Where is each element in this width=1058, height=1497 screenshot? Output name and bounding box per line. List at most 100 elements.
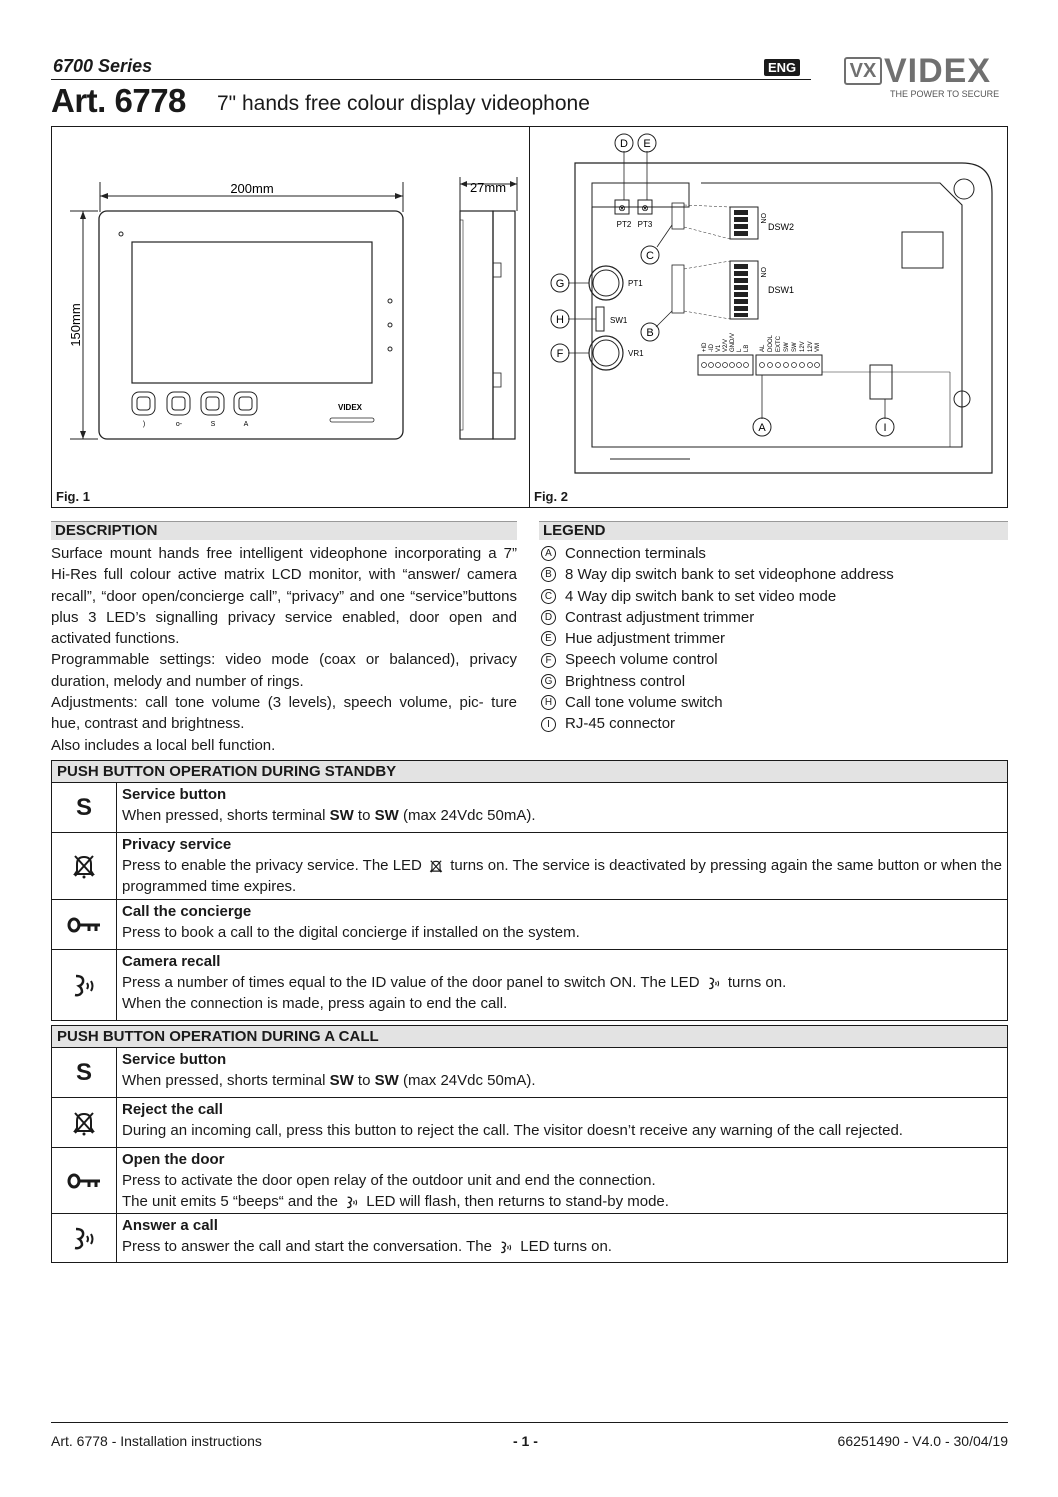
terminal-label-l4: GND/V xyxy=(730,333,736,352)
row-description: Press to book a call to the digital conc… xyxy=(122,924,580,941)
privacy-bell-icon xyxy=(52,833,117,899)
call-table-heading: PUSH BUTTON OPERATION DURING A CALL xyxy=(52,1026,1007,1048)
text-run: When pressed, shorts terminal xyxy=(122,807,330,824)
footer-doc-code: 66251490 - V4.0 - 30/04/19 xyxy=(837,1433,1008,1449)
row-description: Press a number of times equal to the ID … xyxy=(122,972,1002,993)
legend-key-e: E xyxy=(541,631,556,647)
table-row: S Service button When pressed, shorts te… xyxy=(52,1048,1007,1098)
handset-speech-icon xyxy=(708,977,719,990)
callout-f-label: F xyxy=(557,348,564,360)
videx-logo: VX VIDEX THE POWER TO SECURE xyxy=(844,52,1008,102)
row-description: When pressed, shorts terminal SW to SW (… xyxy=(122,805,1002,826)
description-text: Surface mount hands free intelligent vid… xyxy=(51,543,517,756)
pt3-label: PT3 xyxy=(638,220,653,229)
svg-text:): ) xyxy=(143,421,145,428)
row-description: When pressed, shorts terminal SW to SW (… xyxy=(122,1070,1002,1091)
callout-g-label: G xyxy=(556,278,565,290)
handset-speech-icon xyxy=(501,1241,512,1254)
row-title: Service button xyxy=(122,786,227,803)
legend-key-b: B xyxy=(541,567,556,583)
legend-text: RJ-45 connector xyxy=(565,715,676,733)
callout-h-label: H xyxy=(556,314,564,326)
text-run: The unit emits 5 “beeps“ and the xyxy=(122,1193,343,1210)
table-row: Call the concierge Press to book a call … xyxy=(52,900,1007,950)
page-subtitle: 7" hands free colour display videophone xyxy=(217,92,590,115)
legend-heading: LEGEND xyxy=(539,521,1008,540)
row-title: Camera recall xyxy=(122,953,221,970)
legend-text: Call tone volume switch xyxy=(565,694,723,712)
terminal-label-r7: VM xyxy=(815,343,821,352)
privacy-bell-icon xyxy=(52,1098,117,1147)
terminal-name: SW xyxy=(329,1072,354,1089)
legend-text: Contrast adjustment trimmer xyxy=(565,608,755,626)
legend-key-f: F xyxy=(541,652,556,668)
legend-text: Brightness control xyxy=(565,672,686,690)
row-title: Call the concierge xyxy=(122,903,252,920)
legend-key-g: G xyxy=(541,673,556,689)
header-rule xyxy=(51,79,811,80)
row-title: Open the door xyxy=(122,1151,225,1168)
terminal-label-r6: 12V xyxy=(808,341,814,352)
row-description: Press to activate the door open relay of… xyxy=(122,1172,656,1189)
videophone-dimension-drawing: 200mm 150mm ) o- S A VIDEX xyxy=(68,177,518,440)
figure-1-label: Fig. 1 xyxy=(56,489,90,504)
device-brand-label: VIDEX xyxy=(338,403,363,412)
row-content: Call the concierge Press to book a call … xyxy=(117,900,1007,949)
dsw2-label: DSW2 xyxy=(768,222,794,232)
description-paragraph: Surface mount hands free intelligent vid… xyxy=(51,545,517,648)
depth-dimension: 27mm xyxy=(470,180,506,195)
legend-key-i: I xyxy=(541,716,556,732)
sw1-label: SW1 xyxy=(610,316,628,325)
standby-operation-table: PUSH BUTTON OPERATION DURING STANDBY S S… xyxy=(51,760,1008,1021)
row-content: Service button When pressed, shorts term… xyxy=(117,1048,1007,1097)
table-row: Camera recall Press a number of times eq… xyxy=(52,950,1007,1020)
table-row: Open the door Press to activate the door… xyxy=(52,1148,1007,1214)
callout-e-label: E xyxy=(643,138,650,150)
handset-speech-icon xyxy=(52,950,117,1020)
legend-key-a: A xyxy=(541,546,556,562)
description-heading: DESCRIPTION xyxy=(51,521,517,540)
text-run: turns on. xyxy=(723,974,787,991)
footer-rule xyxy=(51,1422,1008,1423)
callout-c-label: C xyxy=(646,250,654,262)
call-operation-table: PUSH BUTTON OPERATION DURING A CALL S Se… xyxy=(51,1025,1008,1263)
series-label: 6700 Series xyxy=(53,56,153,76)
figure-2-label: Fig. 2 xyxy=(534,489,568,504)
legend-item: G Brightness control xyxy=(541,671,1011,692)
standby-table-heading: PUSH BUTTON OPERATION DURING STANDBY xyxy=(52,761,1007,783)
pcb-layout-drawing: ⊗ ⊗ PT2 PT3 DSW2 DSW1 PT1 V xyxy=(550,133,993,474)
terminal-name: SW xyxy=(374,807,399,824)
logo-wordmark: VIDEX xyxy=(884,52,992,90)
text-run: to xyxy=(353,807,375,824)
row-content: Answer a call Press to answer the call a… xyxy=(117,1214,1007,1262)
handset-speech-icon xyxy=(52,1214,117,1262)
callout-c-circle xyxy=(640,245,660,265)
description-paragraph: Also includes a local bell function. xyxy=(51,736,276,754)
legend-key-c: C xyxy=(541,588,556,604)
text-run: LED turns on. xyxy=(516,1238,612,1255)
terminal-label-l6: LB xyxy=(744,345,750,352)
figure-2-box: ⊗ ⊗ PT2 PT3 DSW2 DSW1 PT1 V xyxy=(529,126,1008,508)
text-run: Press a number of times equal to the ID … xyxy=(122,974,704,991)
text-run: turns on. The service is deactivated by … xyxy=(122,857,1002,895)
row-description: When the connection is made, press again… xyxy=(122,995,508,1012)
callout-b-circle xyxy=(640,322,660,342)
terminal-name: SW xyxy=(374,1072,399,1089)
pt2-label: PT2 xyxy=(617,220,632,229)
key-icon xyxy=(52,1148,117,1213)
row-title: Answer a call xyxy=(122,1217,218,1234)
terminal-label-r2: EXTC xyxy=(776,335,782,352)
table-row: Privacy service Press to enable the priv… xyxy=(52,833,1007,900)
row-content: Camera recall Press a number of times eq… xyxy=(117,950,1007,1020)
figure-1-box: 200mm 150mm ) o- S A VIDEX xyxy=(51,126,530,508)
callout-d-label: D xyxy=(620,138,628,150)
text-run: When pressed, shorts terminal xyxy=(122,1072,330,1089)
terminal-label-r4: SW xyxy=(792,342,798,352)
dip-on-label: ON xyxy=(759,267,766,278)
row-content: Reject the call During an incoming call,… xyxy=(117,1098,1007,1147)
row-content: Privacy service Press to enable the priv… xyxy=(117,833,1007,899)
text-run: Press to answer the call and start the c… xyxy=(122,1238,497,1255)
